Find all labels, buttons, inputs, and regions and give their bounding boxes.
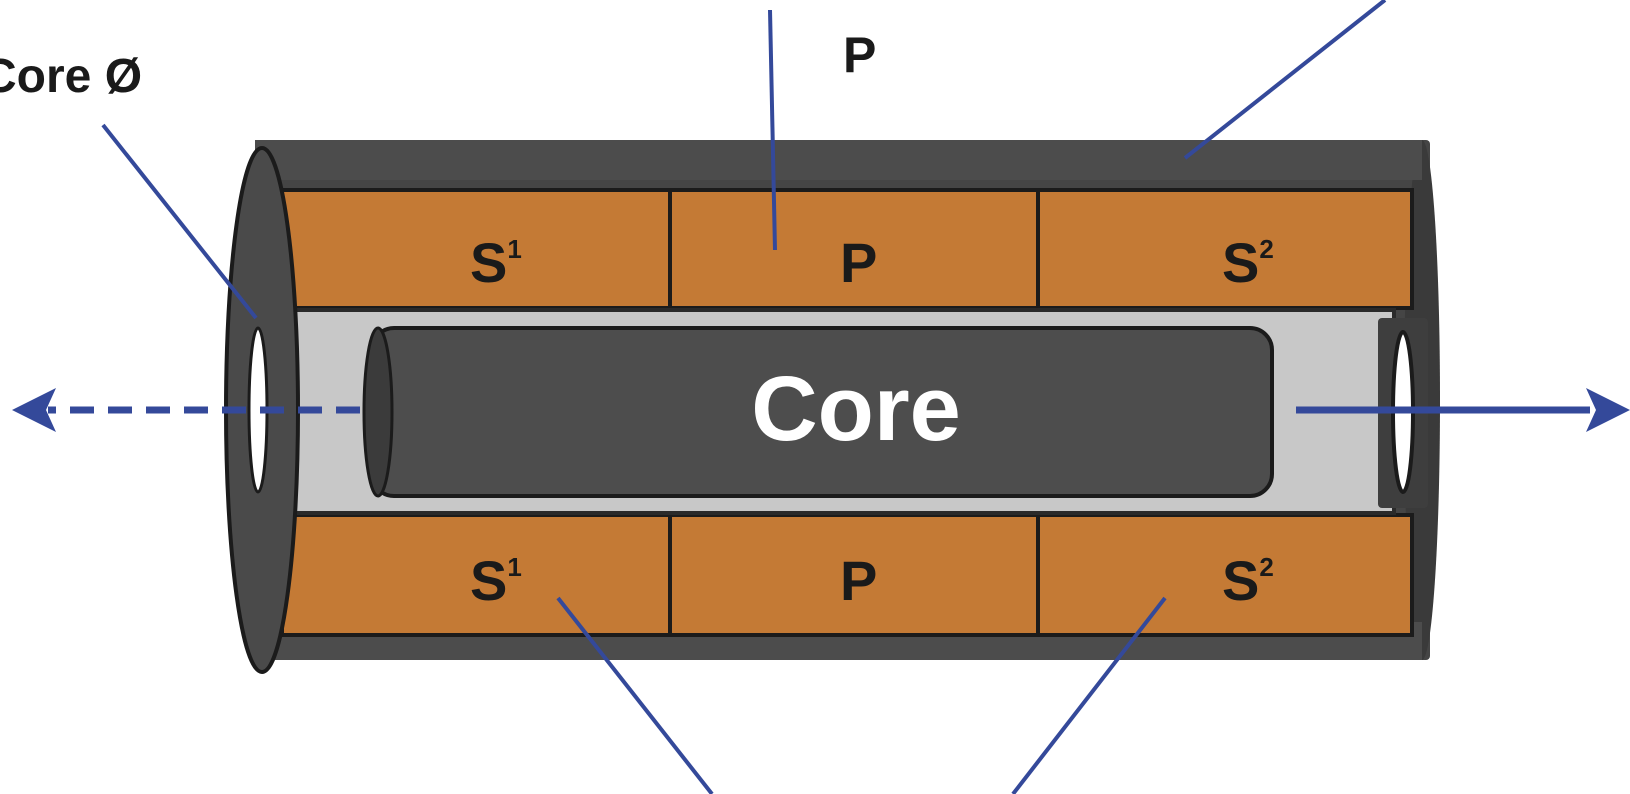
left-arrow-head bbox=[12, 388, 56, 432]
core-diameter-leader bbox=[101, 123, 258, 320]
coil-lower-p bbox=[668, 513, 1040, 637]
coil-upper-p bbox=[668, 188, 1040, 310]
upper-s1-label: S1 bbox=[470, 231, 522, 294]
upper-s2-label: S2 bbox=[1222, 231, 1274, 294]
top-p-label: P bbox=[843, 27, 876, 83]
core-diameter-label: Core Ø bbox=[0, 50, 142, 103]
core-rod-left-end bbox=[362, 326, 394, 498]
lower-s2-label: S2 bbox=[1222, 549, 1274, 612]
core-label: Core bbox=[751, 358, 961, 460]
upper-p-label: P bbox=[840, 231, 877, 294]
coil-upper-s1 bbox=[280, 188, 672, 310]
lower-p-label: P bbox=[840, 549, 877, 612]
housing-leader bbox=[1183, 0, 1387, 160]
lower-s2-leader bbox=[1011, 596, 1167, 794]
lower-s1-label: S1 bbox=[470, 549, 522, 612]
lower-s1-leader bbox=[556, 596, 714, 794]
housing-top-wall bbox=[255, 140, 1422, 180]
right-arrow-head bbox=[1586, 388, 1630, 432]
top-p-leader bbox=[768, 9, 777, 251]
coil-upper-s2 bbox=[1036, 188, 1414, 310]
coil-lower-s2 bbox=[1036, 513, 1414, 637]
